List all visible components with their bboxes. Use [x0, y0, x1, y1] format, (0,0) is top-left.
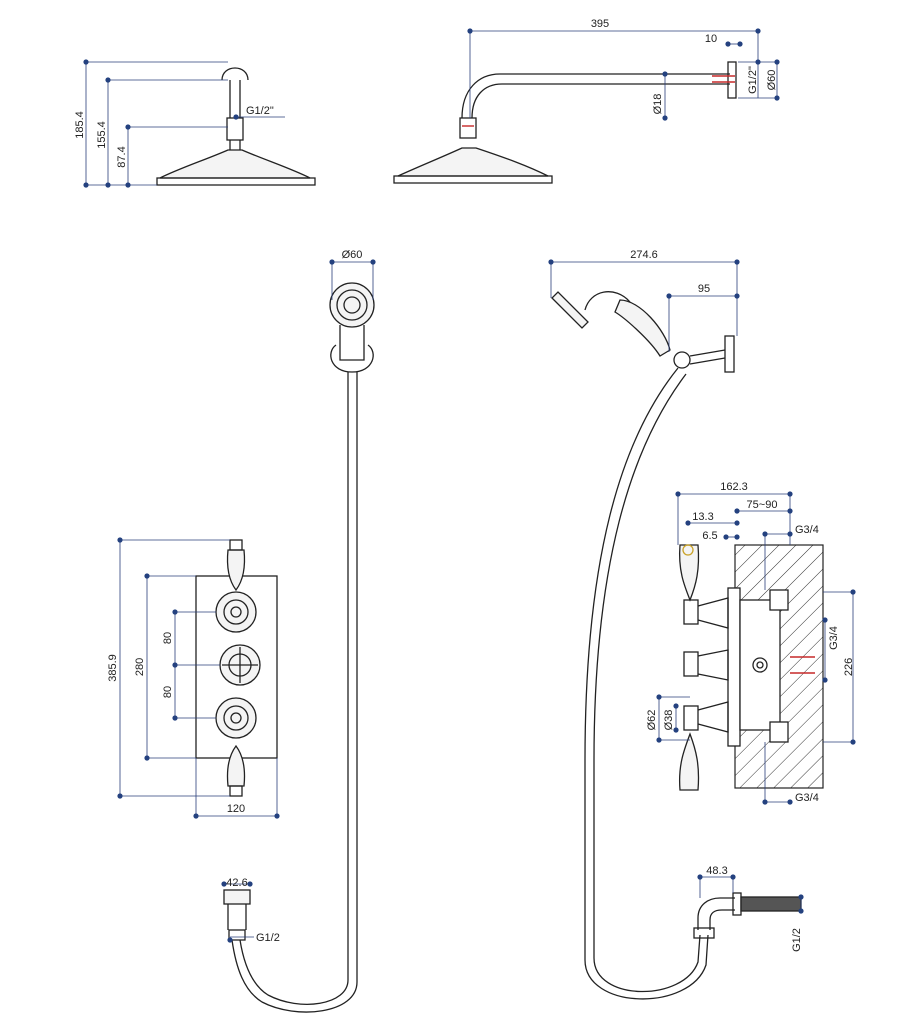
- valve-adjust-label: 75~90: [747, 499, 778, 511]
- flange-diameter-label: Ø60: [766, 70, 778, 91]
- arm-offset-label: 10: [705, 33, 717, 45]
- shower-head-arm-view: 395 10 Ø18 G1/2" Ø60: [393, 18, 780, 184]
- valve-inlet-top-label: G3/4: [795, 524, 819, 536]
- valve-dia-large-label: Ø62: [646, 710, 658, 731]
- valve-top-control: [215, 539, 257, 633]
- valve-front-view: 385.9 280 80 80 120: [107, 537, 280, 819]
- handset-diameter-label: Ø60: [342, 249, 363, 261]
- valve-spacing-bottom-label: 80: [162, 686, 174, 698]
- elbow-width-label: 42.6: [226, 877, 247, 889]
- valve-side-middle-handle: [683, 649, 815, 681]
- wall-elbow-side-view: 48.3 G1/2: [693, 865, 804, 952]
- handset-length-label: 274.6: [630, 249, 658, 261]
- valve-offset-1-label: 13.3: [692, 511, 713, 523]
- head-height-total: 185.4: [74, 111, 86, 139]
- valve-side-section: 162.3 75~90 13.3 6.5 G3/4 G3/4 226 G3/4 …: [646, 481, 856, 805]
- head-height-connector: 87.4: [116, 146, 128, 167]
- handset-front-view: Ø60: [329, 249, 376, 373]
- valve-total-height-label: 385.9: [107, 654, 119, 682]
- shower-hose-left: [231, 372, 358, 1013]
- wall-elbow-front-view: 42.6 G1/2: [221, 877, 280, 944]
- elbow-side-thread-label: G1/2: [791, 928, 803, 952]
- elbow-thread-label: G1/2: [256, 932, 280, 944]
- arm-diameter-label: Ø18: [652, 94, 664, 115]
- valve-spacing-top-label: 80: [162, 632, 174, 644]
- valve-depth-label: 162.3: [720, 481, 748, 493]
- valve-dia-small-label: Ø38: [663, 710, 675, 731]
- shower-hose-right: [584, 367, 709, 1000]
- valve-side-top-handle: [678, 544, 729, 629]
- head-height-arm: 155.4: [96, 121, 108, 149]
- arm-thread-label: G1/2": [747, 66, 759, 94]
- head-thread-label: G1/2": [246, 105, 274, 117]
- handset-bracket-label: 95: [698, 283, 710, 295]
- shower-head-side-view: 185.4 155.4 87.4 G1/2": [74, 59, 316, 188]
- valve-offset-2-label: 6.5: [702, 530, 717, 542]
- valve-outlet-mid-label: G3/4: [828, 626, 840, 650]
- valve-height-label: 226: [843, 658, 855, 676]
- valve-middle-control: [219, 644, 261, 686]
- arm-length-label: 395: [591, 18, 609, 30]
- valve-width-label: 120: [227, 803, 245, 815]
- valve-inlet-bottom-label: G3/4: [795, 792, 819, 804]
- valve-plate-height-label: 280: [134, 658, 146, 676]
- valve-bottom-control: [215, 697, 257, 797]
- valve-side-bottom-handle: [678, 701, 729, 791]
- elbow-length-label: 48.3: [706, 865, 727, 877]
- handset-side-view: 274.6 95: [548, 249, 740, 373]
